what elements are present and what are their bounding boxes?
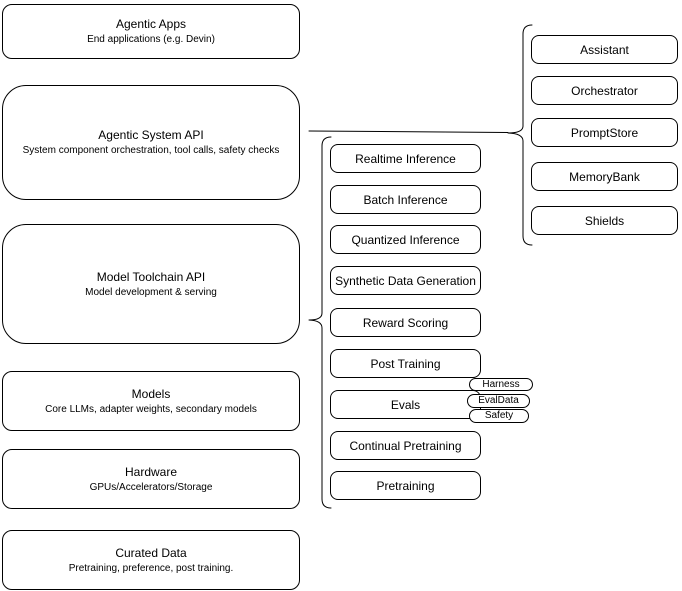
- service-pretraining: Pretraining: [330, 471, 481, 500]
- node-title: Models: [131, 386, 171, 401]
- node-title: Agentic System API: [98, 128, 204, 142]
- service-continual-pretraining: Continual Pretraining: [330, 431, 481, 460]
- component-shields: Shields: [531, 206, 678, 235]
- service-realtime-inference: Realtime Inference: [330, 144, 481, 173]
- line-system-api-to-components-bracket: [308, 130, 509, 133]
- node-subtitle: Model development & serving: [85, 286, 217, 298]
- service-evals: Evals: [330, 390, 481, 419]
- node-title: Agentic Apps: [115, 17, 187, 31]
- service-quantized-inference: Quantized Inference: [330, 225, 481, 254]
- service-post-training: Post Training: [330, 349, 481, 378]
- component-memorybank: MemoryBank: [531, 162, 678, 191]
- eval-tag-harness: Harness: [469, 378, 533, 391]
- component-promptstore: PromptStore: [531, 118, 678, 147]
- service-synthetic-data-generation: Synthetic Data Generation: [330, 266, 481, 295]
- eval-tag-evaldata: EvalData: [467, 394, 530, 408]
- node-subtitle: GPUs/Accelerators/Storage: [89, 481, 213, 493]
- service-reward-scoring: Reward Scoring: [330, 308, 481, 337]
- node-title: Hardware: [124, 464, 178, 479]
- node-agentic-apps: Agentic Apps End applications (e.g. Devi…: [2, 4, 300, 59]
- component-orchestrator: Orchestrator: [531, 76, 678, 105]
- component-assistant: Assistant: [531, 35, 678, 64]
- eval-tag-safety: Safety: [469, 409, 529, 423]
- node-subtitle: Core LLMs, adapter weights, secondary mo…: [45, 403, 257, 415]
- service-batch-inference: Batch Inference: [330, 185, 481, 214]
- toolchain-bracket: [308, 136, 332, 509]
- node-subtitle: End applications (e.g. Devin): [87, 34, 215, 45]
- components-bracket: [507, 24, 533, 246]
- node-title: Model Toolchain API: [96, 269, 206, 284]
- node-title: Curated Data: [115, 545, 187, 560]
- node-agentic-system-api: Agentic System API System component orch…: [2, 85, 300, 200]
- node-subtitle: System component orchestration, tool cal…: [22, 145, 280, 156]
- node-model-toolchain-api: Model Toolchain API Model development & …: [2, 224, 300, 344]
- node-models: Models Core LLMs, adapter weights, secon…: [2, 371, 300, 431]
- node-hardware: Hardware GPUs/Accelerators/Storage: [2, 449, 300, 509]
- node-curated-data: Curated Data Pretraining, preference, po…: [2, 530, 300, 590]
- node-subtitle: Pretraining, preference, post training.: [68, 562, 234, 574]
